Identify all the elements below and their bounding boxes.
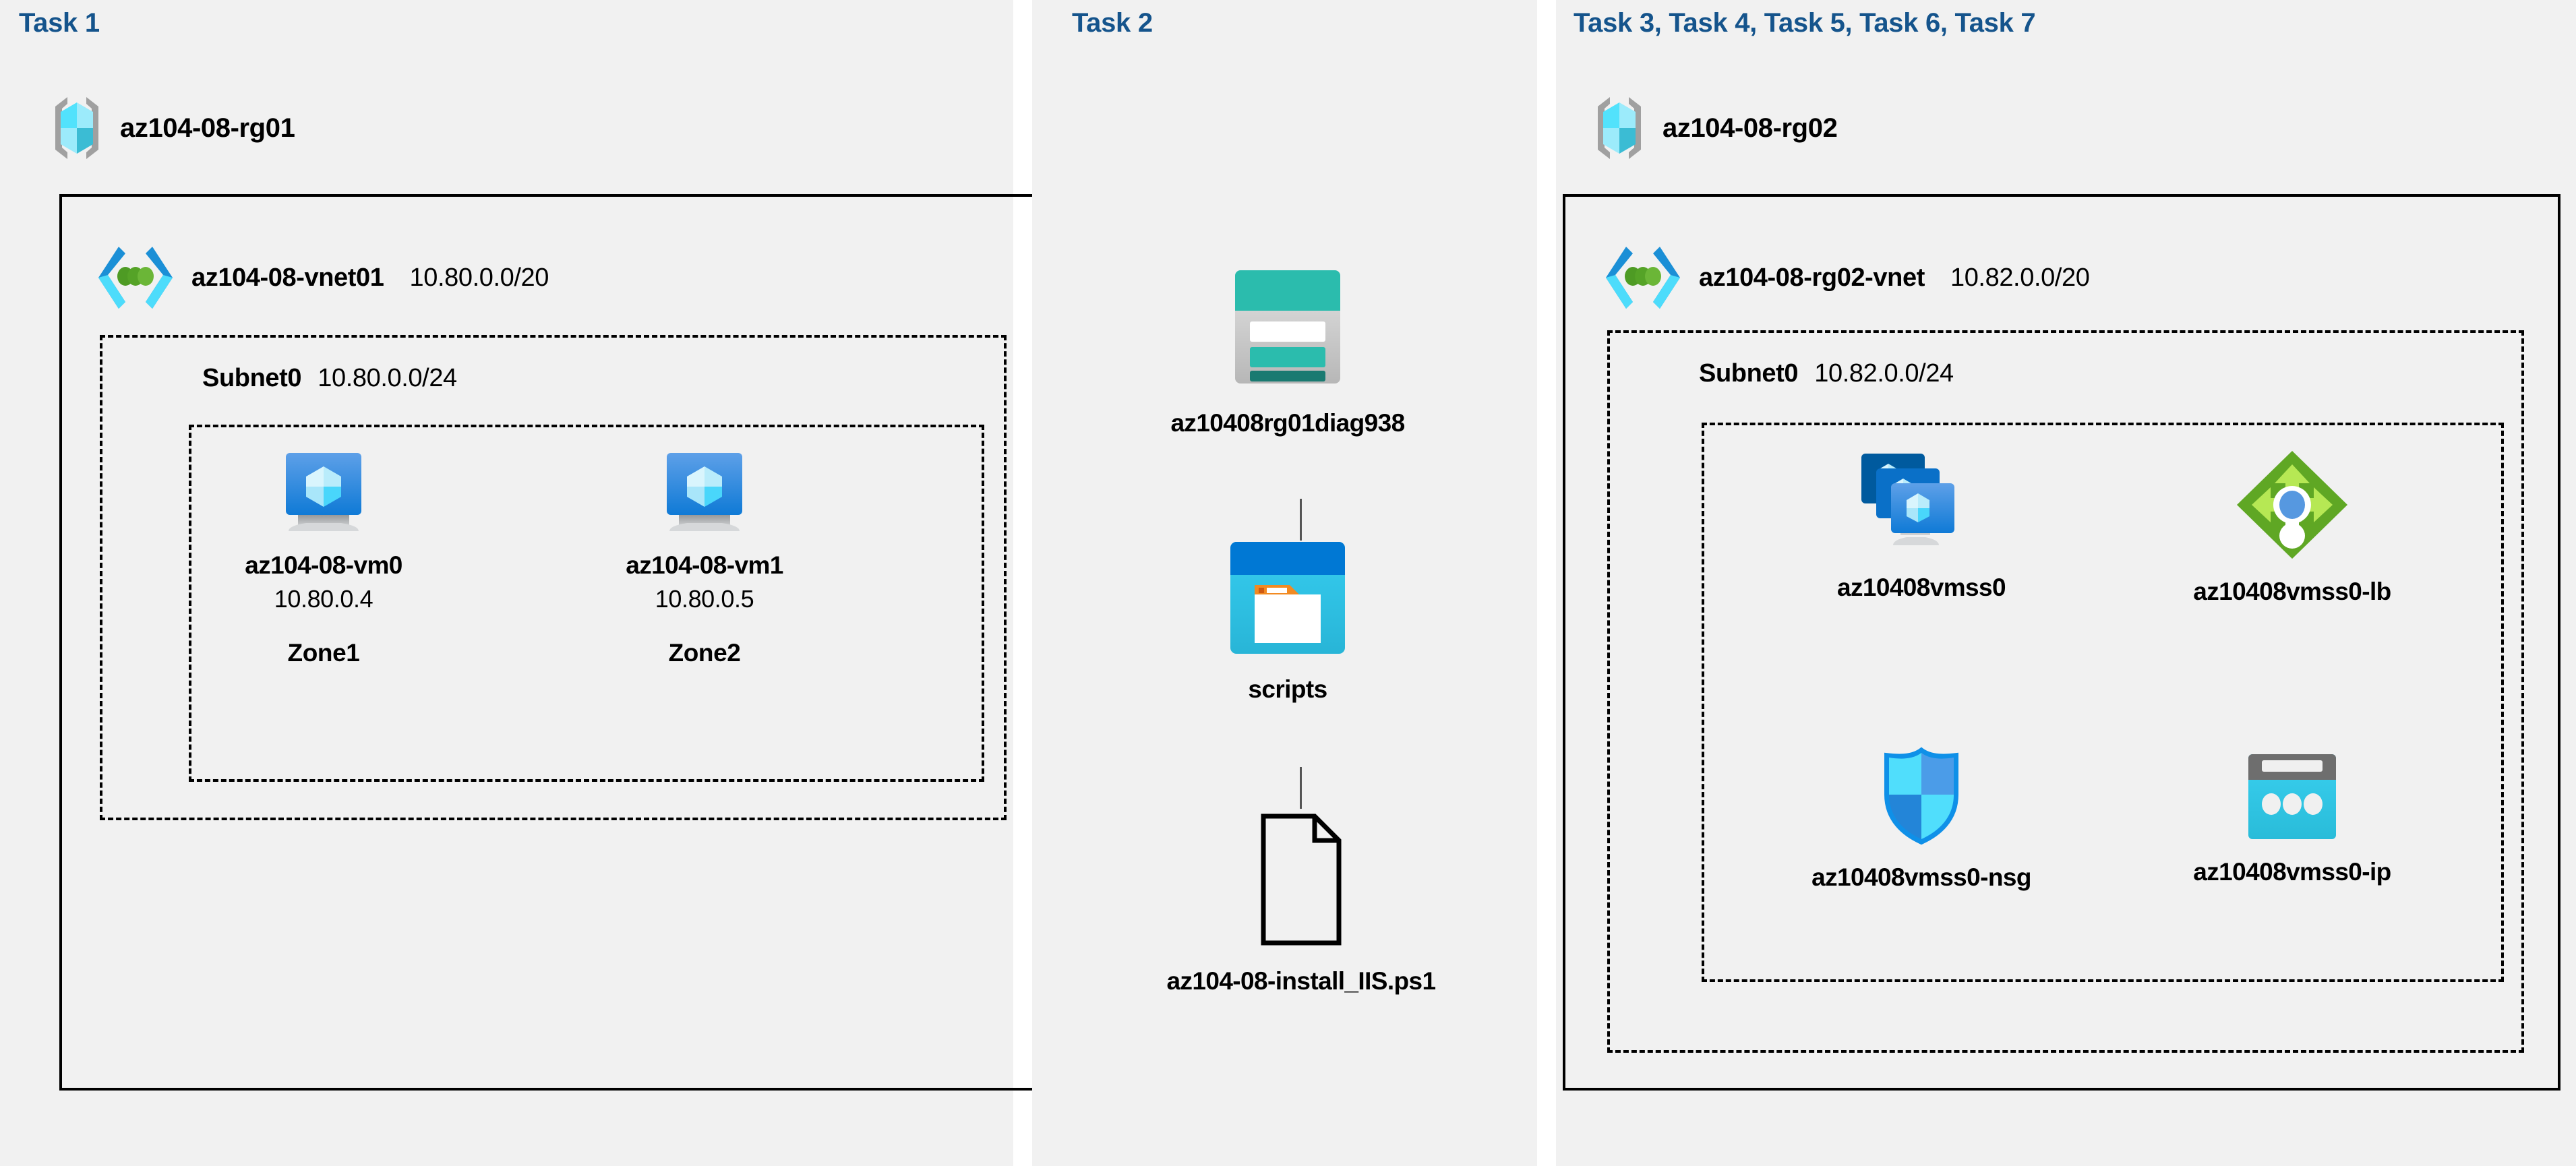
- vm-zone: Zone1: [287, 639, 360, 667]
- vm-name: az104-08-vm0: [245, 551, 402, 579]
- vm-scale-set-az10408vmss0[interactable]: az10408vmss0: [1753, 448, 2090, 602]
- vm-scale-set-icon: [1858, 448, 1985, 557]
- file-share-icon: [1226, 539, 1349, 656]
- load-balancer-icon: [2234, 448, 2350, 561]
- file-az104-08-install-iis-ps1[interactable]: az104-08-install_IIS.ps1: [1112, 812, 1490, 995]
- file-share-scripts[interactable]: scripts: [1187, 539, 1389, 704]
- load-balancer-az10408vmss0-lb[interactable]: az10408vmss0-lb: [2124, 448, 2461, 606]
- public-ip-address-icon: [2244, 751, 2340, 842]
- subnet-cidr: 10.82.0.0/24: [1814, 359, 1954, 388]
- network-security-group-icon: [1878, 745, 1965, 847]
- vm-az104-08-vm1[interactable]: az104-08-vm1 10.80.0.5 Zone2: [583, 452, 826, 667]
- vnet-name: az104-08-rg02-vnet: [1699, 263, 1925, 292]
- task-3-to-7-header: Task 3, Task 4, Task 5, Task 6, Task 7: [1574, 8, 2036, 38]
- connector-share-to-file: [1300, 767, 1302, 809]
- subnet-name: Subnet0: [202, 364, 302, 392]
- storage-account-label: az10408rg01diag938: [1170, 409, 1405, 437]
- vnet-box-az104-08-rg02-vnet: [1563, 194, 2560, 1091]
- storage-account-icon: [1224, 266, 1351, 390]
- load-balancer-label: az10408vmss0-lb: [2193, 578, 2391, 605]
- vnet-name: az104-08-vnet01: [191, 263, 384, 292]
- virtual-network-icon: [96, 243, 175, 313]
- resource-group-label: az104-08-rg01: [120, 113, 295, 143]
- vnet-header-az104-08-vnet01[interactable]: az104-08-vnet01 10.80.0.0/20: [96, 243, 549, 313]
- resource-group-icon: [49, 94, 105, 162]
- virtual-machine-icon: [655, 452, 754, 538]
- vm-zone: Zone2: [668, 639, 741, 667]
- file-share-label: scripts: [1248, 675, 1327, 703]
- vnet-cidr: 10.82.0.0/20: [1950, 263, 2090, 292]
- subnet-box-subnet0-col1: [100, 335, 1007, 820]
- vnet-cidr: 10.80.0.0/20: [409, 263, 549, 292]
- vnet-header-az104-08-rg02-vnet[interactable]: az104-08-rg02-vnet 10.82.0.0/20: [1603, 243, 2090, 313]
- connector-storage-to-share: [1300, 499, 1302, 541]
- resource-group-label: az104-08-rg02: [1663, 113, 1838, 143]
- subnet-cidr: 10.80.0.0/24: [318, 364, 457, 392]
- subnet-name: Subnet0: [1699, 359, 1799, 388]
- file-document-icon: [1257, 812, 1346, 947]
- vm-scale-set-label: az10408vmss0: [1837, 574, 2006, 601]
- virtual-network-icon: [1603, 243, 1683, 313]
- vnet-box-az104-08-vnet01: [59, 194, 1013, 1091]
- task-1-header: Task 1: [19, 8, 100, 38]
- file-label: az104-08-install_IIS.ps1: [1166, 967, 1437, 995]
- resource-group-inner-box-col3: [1702, 423, 2504, 982]
- resource-group-az104-08-rg01[interactable]: az104-08-rg01: [49, 94, 295, 162]
- public-ip-az10408vmss0-ip[interactable]: az10408vmss0-ip: [2124, 751, 2461, 886]
- resource-group-icon: [1591, 94, 1648, 162]
- subnet-header-col1: Subnet0 10.80.0.0/24: [202, 364, 457, 393]
- vm-name: az104-08-vm1: [626, 551, 783, 579]
- nsg-label: az10408vmss0-nsg: [1811, 863, 2031, 891]
- vm-ip: 10.80.0.4: [274, 585, 373, 613]
- storage-account-az10408rg01diag938[interactable]: az10408rg01diag938: [1146, 266, 1429, 437]
- nsg-az10408vmss0-nsg[interactable]: az10408vmss0-nsg: [1753, 745, 2090, 892]
- subnet-header-col3: Subnet0 10.82.0.0/24: [1699, 359, 1954, 388]
- public-ip-label: az10408vmss0-ip: [2193, 858, 2391, 886]
- task-2-header: Task 2: [1072, 8, 1153, 38]
- virtual-machine-icon: [274, 452, 373, 538]
- vm-ip: 10.80.0.5: [655, 585, 754, 613]
- availability-zone-box-col1: [189, 425, 984, 782]
- subnet-box-subnet0-col3: [1607, 330, 2524, 1053]
- resource-group-az104-08-rg02[interactable]: az104-08-rg02: [1591, 94, 1838, 162]
- vm-az104-08-vm0[interactable]: az104-08-vm0 10.80.0.4 Zone1: [202, 452, 445, 667]
